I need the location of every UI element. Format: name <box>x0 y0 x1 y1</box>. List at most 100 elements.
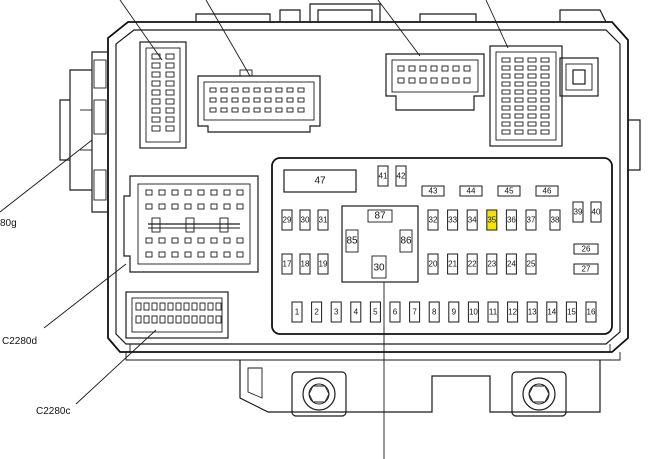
fuse-21-label: 21 <box>448 260 457 269</box>
top-right-connector <box>385 53 485 111</box>
fuse-29 <box>281 209 293 231</box>
fuse-35 <box>486 209 498 231</box>
fuse-24 <box>505 253 517 275</box>
fuse-4 <box>350 301 362 323</box>
fuse-11-label: 11 <box>489 308 498 317</box>
fuse-45-label: 45 <box>505 187 514 196</box>
housing <box>107 3 641 361</box>
fuse-29-label: 29 <box>283 216 292 225</box>
callout-c2280g: 80g <box>0 218 17 229</box>
fuse-3-label: 3 <box>334 308 339 317</box>
fuse-3 <box>330 301 342 323</box>
fuse-27-label: 27 <box>582 265 591 274</box>
fuse-46-label: 46 <box>543 187 552 196</box>
fuse-33 <box>447 209 459 231</box>
fuse-43-label: 43 <box>429 187 438 196</box>
fuse-36-label: 36 <box>507 216 516 225</box>
fuse-14 <box>546 301 558 323</box>
callout-c2280c: C2280c <box>36 406 70 417</box>
fuse-33-label: 33 <box>448 216 457 225</box>
fuse-26 <box>573 243 599 255</box>
fuse-9-label: 9 <box>452 308 457 317</box>
fuse-20 <box>427 253 439 275</box>
relay-47 <box>283 169 357 193</box>
fuse-24-label: 24 <box>507 260 516 269</box>
fuse-2-label: 2 <box>314 308 319 317</box>
relay-47-label: 47 <box>314 176 326 187</box>
fuse-30-label: 30 <box>301 216 310 225</box>
relay-87-label: 87 <box>374 211 386 222</box>
fuse-32 <box>427 209 439 231</box>
fuse-43 <box>421 185 445 197</box>
fuse-18 <box>299 253 311 275</box>
fuse-10 <box>467 301 479 323</box>
fuse-42-label: 42 <box>397 172 406 181</box>
corner-square-connector <box>559 57 599 97</box>
fuse-37 <box>525 209 537 231</box>
right-tall-connector <box>489 45 563 147</box>
fuse-40 <box>590 201 602 223</box>
fuse-19 <box>317 253 329 275</box>
left-middle-connector <box>123 175 259 273</box>
fuse-13-label: 13 <box>528 308 537 317</box>
fuse-22 <box>466 253 478 275</box>
fuse-23 <box>486 253 498 275</box>
fuse-17-label: 17 <box>283 260 292 269</box>
fuse-20-label: 20 <box>429 260 438 269</box>
relay-main <box>341 205 419 283</box>
fuse-41-label: 41 <box>379 172 388 181</box>
fuse-31 <box>317 209 329 231</box>
fuse-38-label: 38 <box>551 216 560 225</box>
fuse-16-label: 16 <box>587 308 596 317</box>
fuse-19-label: 19 <box>319 260 328 269</box>
fuse-13 <box>526 301 538 323</box>
fuse-1-label: 1 <box>295 308 300 317</box>
fuse-34 <box>466 209 478 231</box>
fuse-12 <box>507 301 519 323</box>
bottom-mounting-feet <box>239 360 601 417</box>
leader-lines <box>0 0 509 459</box>
fuse-27 <box>573 263 599 275</box>
fuse-44 <box>459 185 483 197</box>
fuse-5 <box>369 301 381 323</box>
fuse-6 <box>389 301 401 323</box>
fuse-44-label: 44 <box>467 187 476 196</box>
fuse-7 <box>409 301 421 323</box>
callout-c2280d: C2280d <box>2 336 37 347</box>
fuse-18-label: 18 <box>301 260 310 269</box>
fuse-12-label: 12 <box>508 308 517 317</box>
fuse-14-label: 14 <box>547 308 556 317</box>
bottom-left-connector <box>125 291 229 339</box>
fuse-21 <box>447 253 459 275</box>
fuse-8-label: 8 <box>432 308 437 317</box>
fuse-32-label: 32 <box>429 216 438 225</box>
fuse-2 <box>311 301 323 323</box>
fuse-11 <box>487 301 499 323</box>
fuse-1 <box>291 301 303 323</box>
fuse-37-label: 37 <box>527 216 536 225</box>
fuse-15-label: 15 <box>567 308 576 317</box>
fuse-31-label: 31 <box>319 216 328 225</box>
fuse-23-label: 23 <box>487 260 496 269</box>
fuse-25-label: 25 <box>527 260 536 269</box>
relay-86-label: 86 <box>400 236 412 247</box>
fuse-4-label: 4 <box>354 308 359 317</box>
top-left-connector <box>139 41 187 149</box>
fuse-17 <box>281 253 293 275</box>
fuse-34-label: 34 <box>468 216 477 225</box>
fuse-30 <box>299 209 311 231</box>
relay-30-label: 30 <box>373 263 385 274</box>
fuse-40-label: 40 <box>592 208 601 217</box>
fuse-41 <box>377 165 389 187</box>
fuse-39 <box>572 201 584 223</box>
fuse-10-label: 10 <box>469 308 478 317</box>
fuse-36 <box>505 209 517 231</box>
fuse-8 <box>428 301 440 323</box>
fuse-38 <box>549 209 561 231</box>
relay-85-label: 85 <box>346 236 358 247</box>
fuse-39-label: 39 <box>574 208 583 217</box>
fuse-42 <box>395 165 407 187</box>
left-mounting-bracket <box>59 51 108 213</box>
